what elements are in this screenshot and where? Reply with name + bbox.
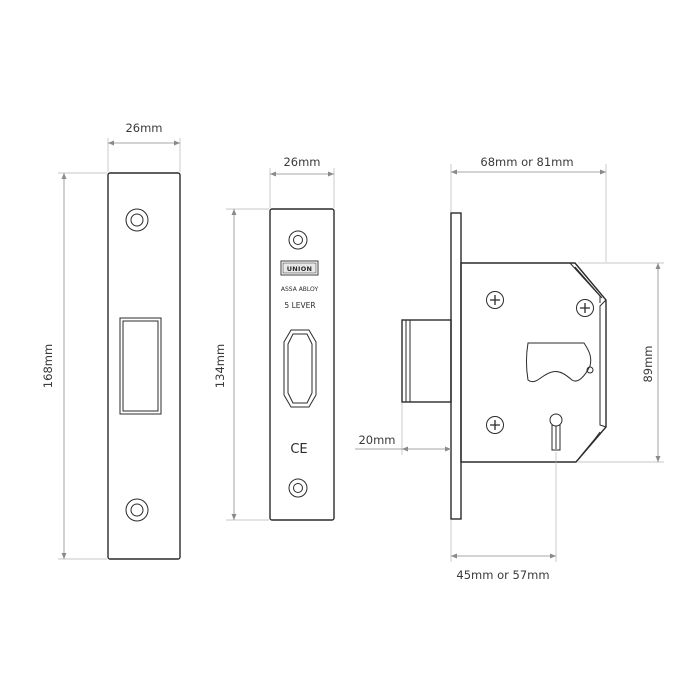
faceplate-height-label: 134mm [213,344,227,388]
strike-bolt-recess [119,317,162,415]
faceplate-screw-hole-top [288,230,308,250]
bolt-throw-label: 20mm [358,433,395,447]
case-depth-dimension: 68mm or 81mm [450,155,607,262]
bolt [401,319,452,403]
faceplate-lever-text: 5 LEVER [284,301,315,310]
case-screw-bottom-left [486,416,504,434]
backset-label: 45mm or 57mm [456,568,549,582]
strike-width-label: 26mm [125,121,162,135]
faceplate-screw-hole-bottom [288,478,308,498]
case-screw-top-right [576,299,594,317]
case-screw-top-left [486,291,504,309]
faceplate-maker-text: ASSA ABLOY [281,286,319,293]
union-logo [280,260,319,276]
strike-screw-hole-bottom [125,498,149,522]
strike-height-label: 168mm [41,344,55,388]
lock-case [460,262,607,463]
lock-faceplate: UNION ASSA ABLOY 5 LEVER CE [269,208,335,521]
faceplate-height-dimension: 134mm [213,208,269,521]
case-height-dimension: 89mm [578,262,664,463]
strike-height-dimension: 168mm [41,172,107,560]
faceplate-width-label: 26mm [283,155,320,169]
lever-window [526,342,592,383]
case-height-label: 89mm [641,345,655,382]
faceplate-width-dimension: 26mm [269,155,335,208]
lock-body-side-view [401,212,607,520]
keyhole [549,413,563,451]
case-depth-label: 68mm or 81mm [480,155,573,169]
forend-plate [450,212,462,520]
ce-mark: CE [290,442,307,457]
strike-width-dimension: 26mm [107,121,181,172]
backset-dimension: 45mm or 57mm [450,452,557,582]
bolt-throw-dimension: 20mm [355,403,451,455]
faceplate-bolt-opening [283,329,317,408]
strike-plate [107,172,181,560]
faceplate-brand-text: UNION [287,265,313,273]
strike-screw-hole-top [125,208,149,232]
